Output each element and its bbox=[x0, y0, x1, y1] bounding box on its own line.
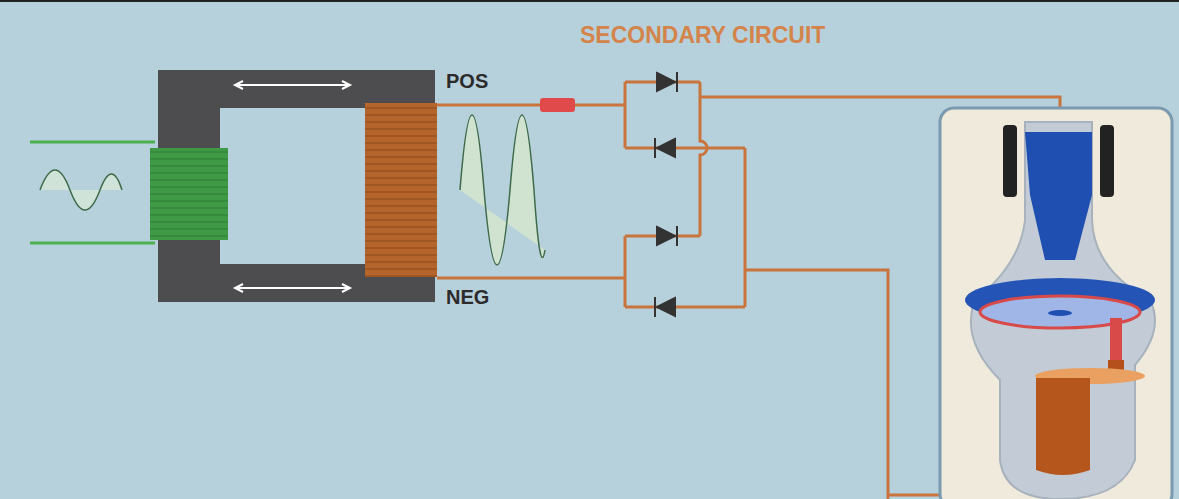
stator-coil bbox=[1003, 125, 1017, 197]
terminal-label: POS bbox=[446, 70, 488, 93]
tube-housing bbox=[940, 108, 1172, 499]
secondary-windings bbox=[365, 108, 437, 276]
cathode bbox=[1036, 378, 1090, 475]
fuse bbox=[540, 98, 575, 112]
diodes bbox=[655, 72, 677, 317]
rotor-stem bbox=[1025, 132, 1092, 260]
stator-coil bbox=[1100, 125, 1114, 197]
circuit-title: SECONDARY CIRCUIT bbox=[580, 22, 825, 49]
primary-windings bbox=[150, 152, 228, 236]
glass-envelope bbox=[971, 122, 1155, 499]
electron-beam bbox=[1110, 318, 1122, 362]
primary-coil bbox=[150, 148, 228, 240]
flux-arrows bbox=[235, 81, 350, 292]
primary-wires bbox=[30, 142, 155, 243]
secondary-coil bbox=[365, 103, 437, 277]
primary-sine bbox=[40, 170, 122, 210]
top-rule bbox=[0, 0, 1179, 2]
secondary-sine bbox=[460, 115, 545, 265]
anode-hub bbox=[1048, 310, 1072, 316]
terminal-label: NEG bbox=[446, 286, 489, 309]
